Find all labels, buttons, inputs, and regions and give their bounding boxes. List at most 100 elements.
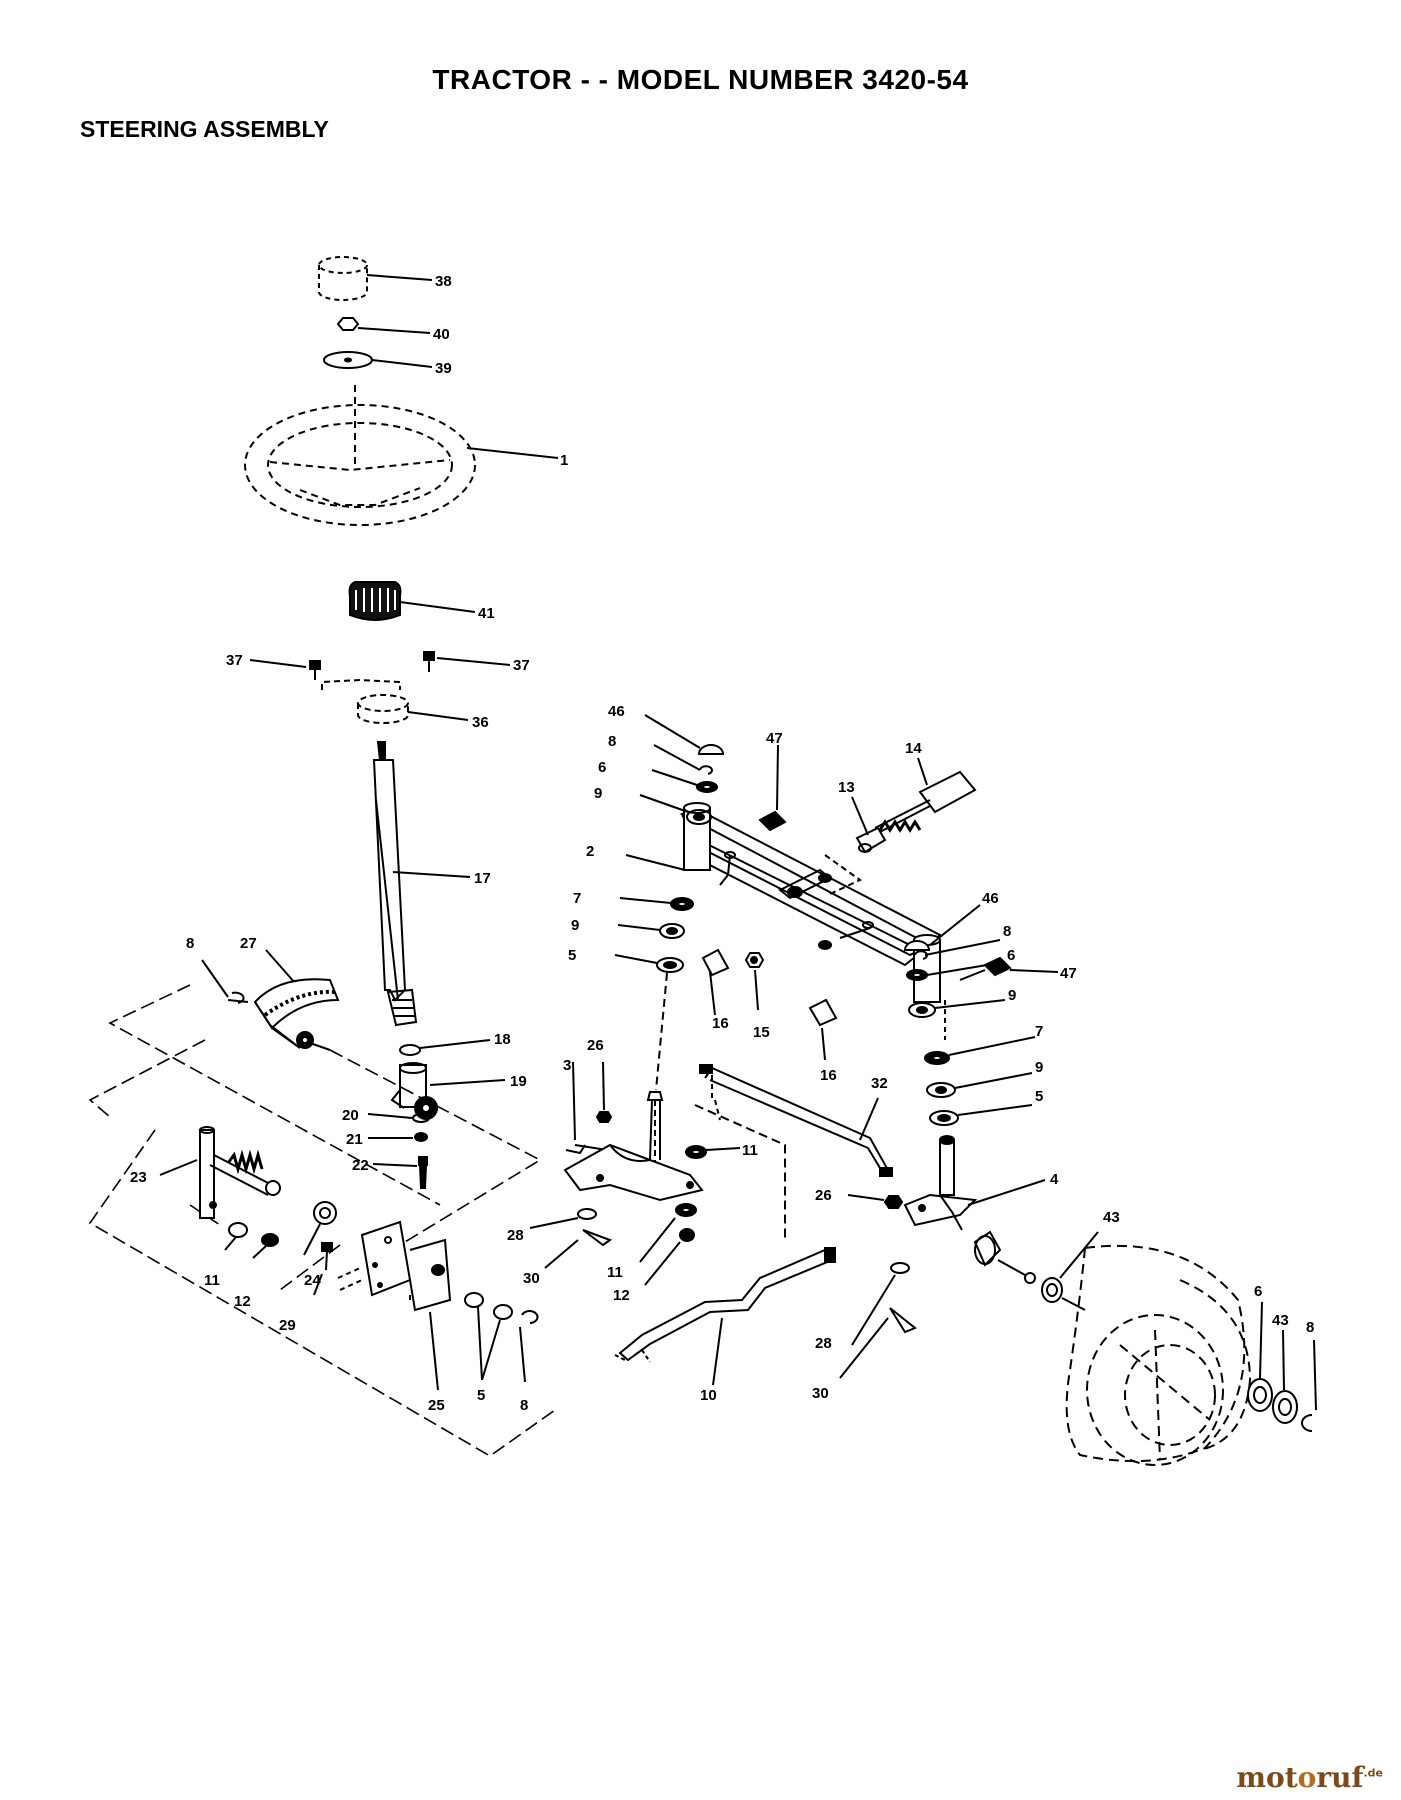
callout-15: 15 — [753, 1024, 770, 1041]
callout-40: 40 — [433, 326, 450, 343]
clip-part — [201, 959, 249, 1004]
callout-12a: 12 — [234, 1293, 251, 1310]
callout-8b: 8 — [1003, 923, 1011, 940]
page-title: TRACTOR - - MODEL NUMBER 3420-54 — [432, 64, 969, 95]
callout-13: 13 — [838, 779, 855, 796]
pitman-shaft-part — [159, 1126, 281, 1219]
nut-left-part — [252, 1233, 279, 1259]
callout-8c: 8 — [186, 935, 194, 952]
callout-37a: 37 — [226, 652, 243, 669]
callout-9d: 9 — [1035, 1059, 1043, 1076]
washer-11b-part — [639, 1203, 697, 1263]
washer-28-part — [529, 1208, 597, 1229]
nut-26b-part — [847, 1194, 904, 1209]
bracket-washers-part — [464, 1292, 539, 1383]
callout-23: 23 — [130, 1169, 147, 1186]
callout-18: 18 — [494, 1031, 511, 1048]
steering-adapter-part — [348, 581, 476, 621]
callout-3: 3 — [563, 1057, 571, 1074]
sector-gear-part — [253, 949, 340, 1051]
front-axle-part — [625, 802, 942, 1003]
washer-9-left-part — [639, 794, 712, 825]
washer-9d-part — [926, 1072, 1033, 1098]
column-bracket-part — [321, 678, 409, 724]
callout-5b: 5 — [1035, 1088, 1043, 1105]
callout-5a: 5 — [568, 947, 576, 964]
washer-6-left-part — [651, 769, 718, 793]
left-nut-26-part — [595, 1061, 613, 1123]
callout-14: 14 — [905, 740, 922, 757]
bushing-16b-part — [808, 998, 838, 1061]
section-title: STEERING ASSEMBLY — [80, 116, 329, 142]
callout-27: 27 — [240, 935, 257, 952]
washer-9c-part — [908, 999, 1006, 1018]
washer-43a-part — [1041, 1231, 1099, 1311]
callout-8a: 8 — [608, 733, 616, 750]
callout-47a: 47 — [766, 730, 783, 747]
callout-4: 4 — [1050, 1171, 1059, 1188]
left-spindle-part — [563, 1061, 704, 1202]
callout-7a: 7 — [573, 890, 581, 907]
steering-cap-part — [318, 256, 433, 301]
clip-8e-part — [1301, 1339, 1317, 1432]
callout-5c: 5 — [477, 1387, 485, 1404]
callout-43b: 43 — [1272, 1312, 1289, 1329]
callout-46b: 46 — [982, 890, 999, 907]
callout-labels: 38 40 39 1 41 37 37 36 17 46 8 6 9 47 14… — [130, 273, 1314, 1414]
washer-11-part — [685, 1145, 741, 1159]
washer-9b-left-part — [617, 923, 685, 939]
washer-7b-part — [924, 1036, 1036, 1065]
callout-12b: 12 — [613, 1287, 630, 1304]
callout-26a: 26 — [587, 1037, 604, 1054]
callout-24: 24 — [304, 1272, 321, 1289]
washer-7-left-part — [619, 897, 694, 911]
flat-washer-left-part — [224, 1222, 248, 1251]
callout-20: 20 — [342, 1107, 359, 1124]
callout-43a: 43 — [1103, 1209, 1120, 1226]
callout-6a: 6 — [598, 759, 606, 776]
callout-47b: 47 — [1060, 965, 1077, 982]
screw-left-part — [249, 659, 321, 680]
pivot-spacer-part — [824, 796, 887, 896]
callout-1: 1 — [560, 452, 568, 469]
callout-32: 32 — [871, 1075, 888, 1092]
callout-30b: 30 — [812, 1385, 829, 1402]
callout-11a: 11 — [742, 1142, 758, 1159]
nut-15-part — [744, 952, 765, 1011]
washer-5-left-part — [614, 954, 684, 973]
nut-12-part — [644, 1228, 695, 1286]
callout-36: 36 — [472, 714, 489, 731]
shaft-washer-part — [399, 1039, 491, 1056]
clip-8-left-part — [653, 744, 713, 775]
callout-28b: 28 — [815, 1335, 832, 1352]
callout-19: 19 — [510, 1073, 527, 1090]
wheel-hub-part — [973, 1230, 1036, 1284]
upper-cap-46b-part — [903, 904, 981, 951]
tire-part — [1065, 1244, 1252, 1466]
callout-41: 41 — [478, 605, 495, 622]
callout-17: 17 — [474, 870, 491, 887]
callout-2: 2 — [586, 843, 594, 860]
washer-6b-part — [906, 961, 1006, 981]
screw-right-part — [423, 651, 511, 672]
cotter-pin-30b-part — [839, 1307, 917, 1379]
callout-28a: 28 — [507, 1227, 524, 1244]
callout-9a: 9 — [594, 785, 602, 802]
callout-9c: 9 — [1008, 987, 1016, 1004]
spacer-part — [367, 1113, 430, 1123]
callout-11c: 11 — [607, 1264, 623, 1281]
callout-10: 10 — [700, 1387, 717, 1404]
cotter-pin-30-part — [544, 1229, 613, 1269]
grease-fitting-left-part — [758, 744, 787, 832]
callout-6b: 6 — [1007, 947, 1015, 964]
assembly-frame-lines — [88, 984, 556, 1457]
bolt-part — [372, 1156, 428, 1189]
callout-7b: 7 — [1035, 1023, 1043, 1040]
callout-6c: 6 — [1254, 1283, 1262, 1300]
upper-cap-46-part — [644, 714, 725, 755]
bushing-16a-part — [701, 948, 730, 1016]
right-spindle-part — [903, 1000, 1046, 1231]
tie-rod-part — [614, 1247, 836, 1386]
callout-22: 22 — [352, 1157, 369, 1174]
